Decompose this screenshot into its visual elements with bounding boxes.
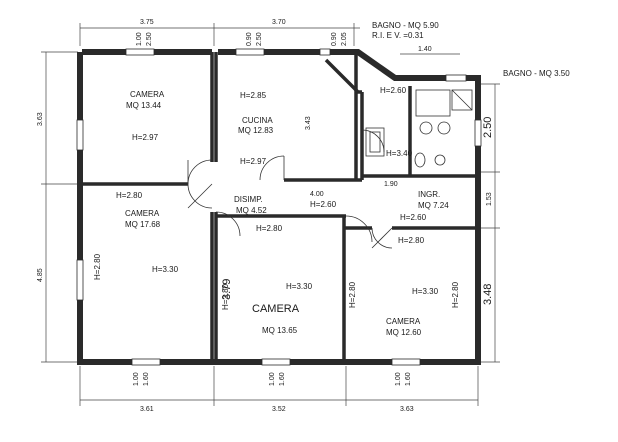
dim-win-bottom-6: 1.60: [405, 372, 412, 386]
bathroom-fixtures: [365, 89, 473, 168]
camera3-area: MQ 13.65: [262, 326, 298, 335]
dim-top-1: 3.75: [140, 19, 154, 26]
dim-win-bottom-5: 1.00: [395, 372, 402, 386]
camera1-area: MQ 13.44: [126, 101, 162, 110]
room-labels: CAMERA MQ 13.44 H=2.97 H=2.85 CUCINA MQ …: [93, 21, 570, 337]
dim-right-1: 2.50: [482, 117, 494, 138]
doors: [187, 129, 393, 249]
dim-win-top-2: 2.50: [146, 32, 153, 46]
dim-interior-2: 4.00: [310, 191, 324, 198]
cucina-height-top: H=2.85: [240, 91, 267, 100]
dim-win-top-4: 2.50: [256, 32, 263, 46]
camera4-name: CAMERA: [386, 317, 421, 326]
dim-win-top-6: 2.05: [341, 32, 348, 46]
dim-left-2: 4.85: [37, 268, 44, 282]
dim-win-top-1: 1.00: [136, 32, 143, 46]
dim-win-bottom-1: 1.00: [133, 372, 140, 386]
ingr-height: H=2.60: [400, 213, 427, 222]
disimp-area: MQ 4.52: [236, 206, 267, 215]
dim-win-bottom-3: 1.00: [269, 372, 276, 386]
camera2-name: CAMERA: [125, 209, 160, 218]
cucina-height: H=2.97: [240, 157, 267, 166]
camera1-name: CAMERA: [130, 90, 165, 99]
windows: [76, 48, 482, 366]
camera4-height-left: H=2.80: [348, 281, 357, 308]
dim-interior-3: 1.90: [384, 181, 398, 188]
camera2-height-side: H=2.80: [93, 253, 102, 280]
cucina-name: CUCINA: [242, 116, 273, 125]
ingr-name: INGR.: [418, 190, 440, 199]
camera2-height-top: H=2.80: [116, 191, 143, 200]
dim-right-3: 3.48: [482, 284, 494, 305]
dimension-lines: [41, 23, 500, 406]
camera4-height-top: H=2.80: [398, 236, 425, 245]
cucina-area: MQ 12.83: [238, 126, 274, 135]
bagno2-name: BAGNO - MQ 3.50: [503, 69, 570, 78]
dim-left-1: 3.63: [37, 112, 44, 126]
bagno1-height2: H=3.40: [386, 149, 413, 158]
camera1-height: H=2.97: [132, 133, 159, 142]
dim-win-bottom-4: 1.60: [279, 372, 286, 386]
camera4-height: H=3.30: [412, 287, 439, 296]
dim-bottom-2: 3.52: [272, 406, 286, 413]
dim-top-3: 1.40: [418, 46, 432, 53]
walls: [77, 49, 481, 365]
dim-top-2: 3.70: [272, 19, 286, 26]
camera4-area: MQ 12.60: [386, 328, 422, 337]
camera3-name: CAMERA: [252, 303, 300, 315]
camera3-height-side: H=2.80: [221, 283, 230, 310]
dim-bottom-3: 3.63: [400, 406, 414, 413]
dim-win-top-3: 0.90: [246, 32, 253, 46]
dim-win-bottom-2: 1.60: [143, 372, 150, 386]
ingr-area: MQ 7.24: [418, 201, 449, 210]
camera4-height-right: H=2.80: [451, 281, 460, 308]
dimension-labels: 3.75 3.70 1.40 3.61 3.52 3.63 3.63 4.85 …: [37, 19, 494, 413]
dim-bottom-1: 3.61: [140, 406, 154, 413]
camera3-height: H=3.30: [286, 282, 313, 291]
camera2-height: H=3.30: [152, 265, 179, 274]
dim-interior-1: 3.43: [305, 116, 312, 130]
bagno1-height: H=2.60: [380, 86, 407, 95]
camera3-height-top: H=2.80: [256, 224, 283, 233]
dim-interior-4: 3.79: [221, 279, 233, 300]
camera2-area: MQ 17.68: [125, 220, 161, 229]
bagno1-riev: R.I. E V. =0.31: [372, 31, 424, 40]
disimp-height: H=2.60: [310, 200, 337, 209]
dim-right-2: 1.53: [486, 192, 493, 206]
dim-win-top-5: 0.90: [331, 32, 338, 46]
disimp-name: DISIMP.: [234, 195, 263, 204]
bagno1-name: BAGNO - MQ 5.90: [372, 21, 439, 30]
